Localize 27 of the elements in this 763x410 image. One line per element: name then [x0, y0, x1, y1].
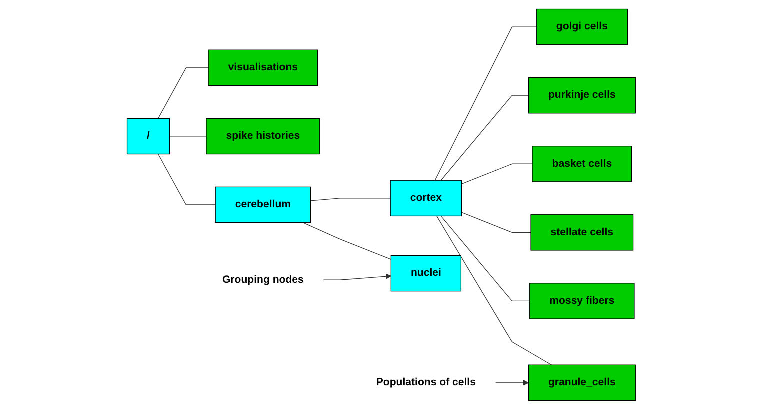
connector — [434, 26, 537, 181]
connector — [436, 216, 552, 366]
node-box: / — [126, 118, 170, 155]
arrow — [323, 274, 392, 280]
connector — [440, 95, 530, 181]
connector — [461, 164, 533, 185]
connector — [461, 212, 532, 233]
node-box: granule_cells — [528, 364, 636, 402]
node-box: golgi cells — [536, 8, 628, 46]
node-box: cerebellum — [215, 186, 312, 224]
node-box: nuclei — [390, 255, 462, 292]
connector — [302, 222, 392, 260]
connector — [158, 154, 216, 206]
connector — [169, 136, 207, 137]
arrow — [495, 380, 529, 386]
node-box: visualisations — [208, 50, 318, 86]
node-box: stellate cells — [530, 214, 634, 251]
node-box: purkinje cells — [528, 77, 636, 114]
connector — [310, 198, 391, 202]
connector — [440, 216, 530, 302]
connector — [158, 68, 209, 119]
node-text: Grouping nodes — [222, 274, 304, 286]
node-box: spike histories — [206, 118, 320, 155]
node-box: basket cells — [532, 146, 632, 182]
node-text: Populations of cells — [376, 376, 476, 388]
node-box: cortex — [390, 180, 462, 217]
node-box: mossy fibers — [530, 283, 635, 320]
